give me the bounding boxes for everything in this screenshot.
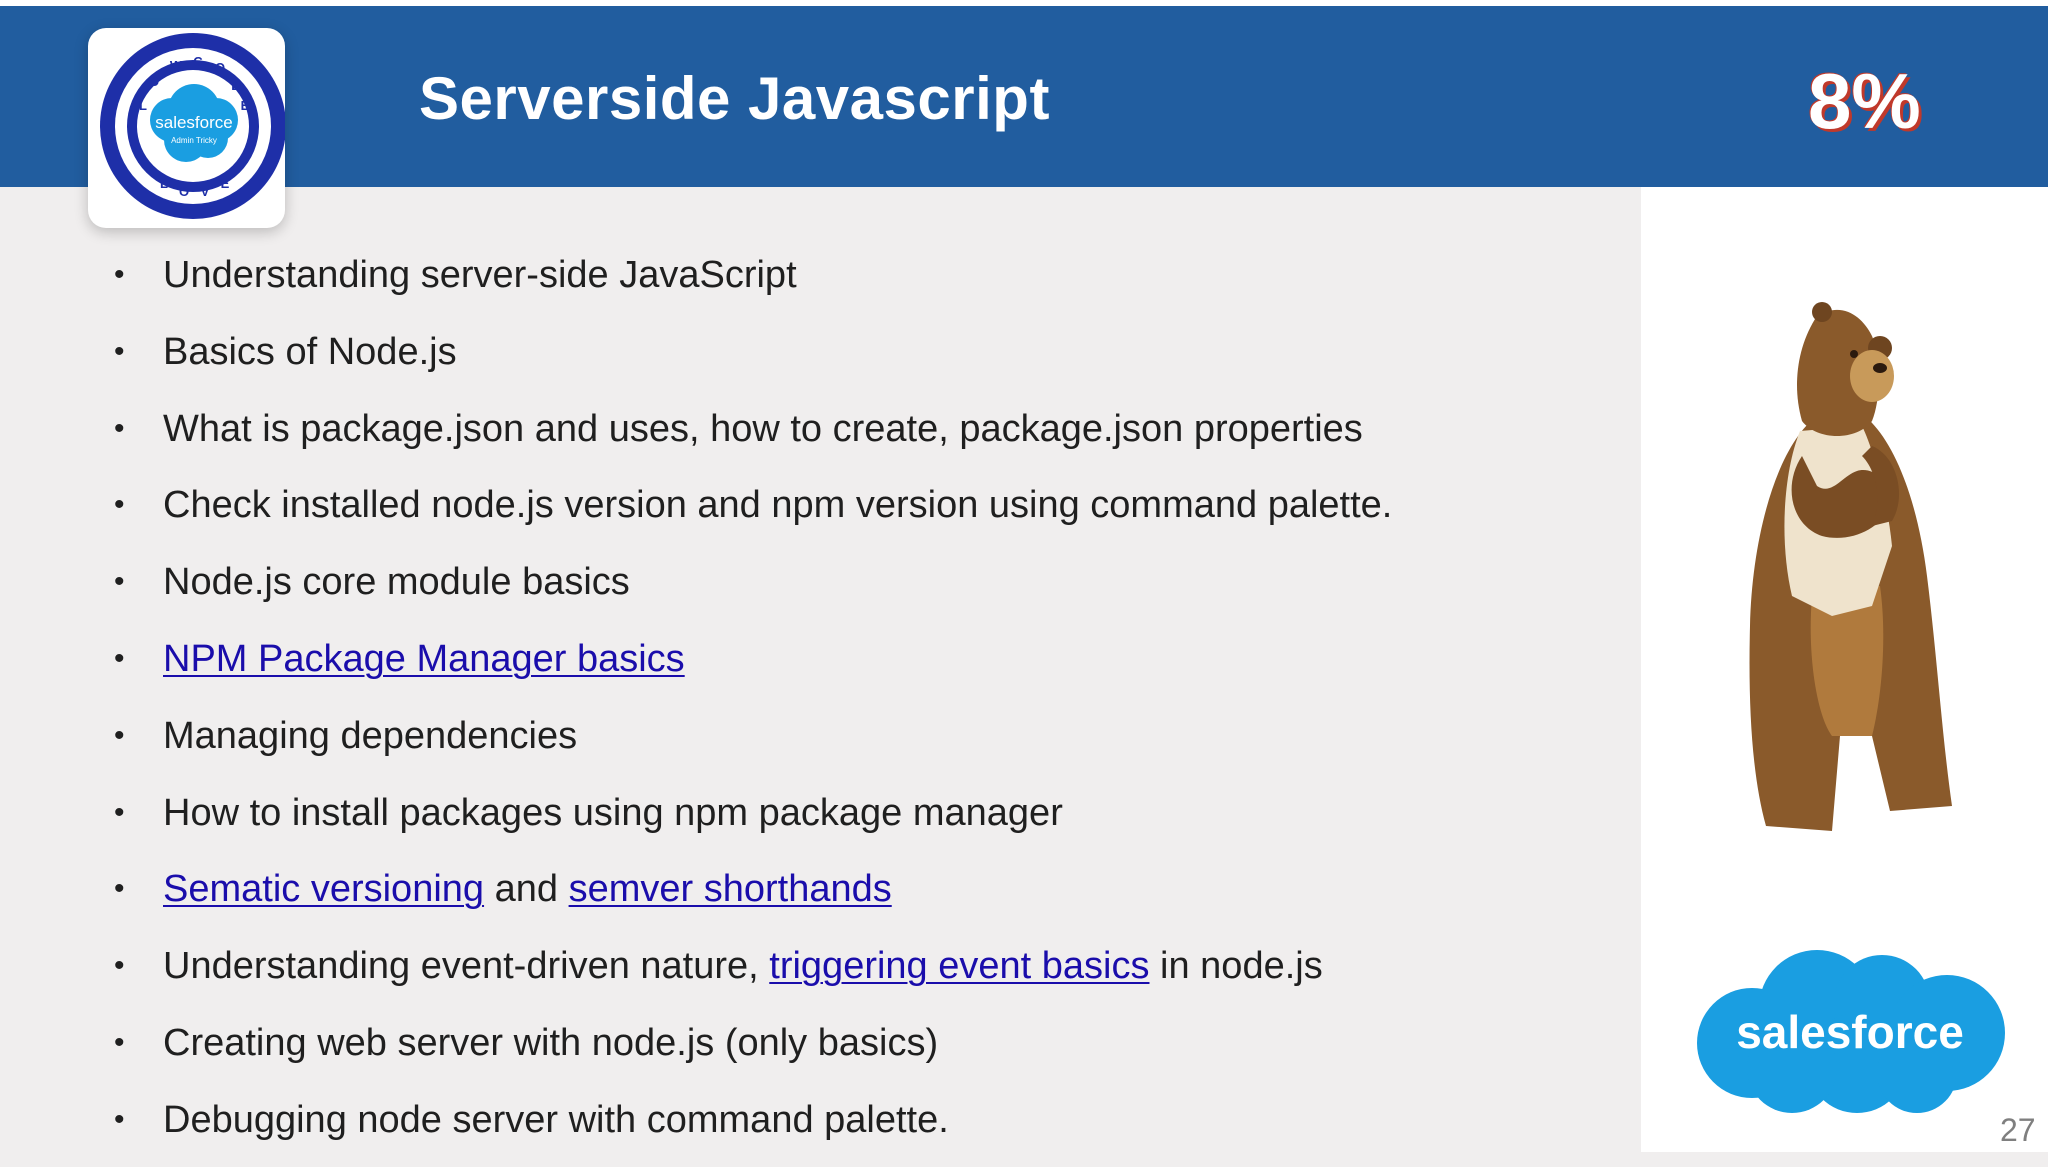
bullet-marker: • <box>114 411 125 445</box>
topic-text: Basics of Node.js <box>163 330 457 373</box>
topic-list: • Understanding server-side JavaScript • Ba… <box>110 245 1610 1167</box>
topic-text: Managing dependencies <box>163 714 578 757</box>
svg-text:O: O <box>179 184 189 199</box>
lowcode-love-logo: salesforce Admin Tricky L O W C O D E L … <box>88 28 285 228</box>
svg-text:Admin Tricky: Admin Tricky <box>171 136 217 145</box>
topic-link[interactable]: NPM Package Manager basics <box>163 637 685 680</box>
topic-item: • Node.js core module basics <box>110 552 1610 629</box>
page-number: 27 <box>2000 1112 2036 1148</box>
svg-text:E: E <box>221 176 230 191</box>
svg-text:V: V <box>201 184 210 199</box>
topic-item: • Basics of Node.js <box>110 322 1610 399</box>
bullet-marker: • <box>114 949 125 983</box>
lowcode-love-logo-icon: salesforce Admin Tricky L O W C O D E L … <box>100 33 285 219</box>
svg-text:C: C <box>193 54 203 69</box>
salesforce-logo-text: salesforce <box>1736 1006 1964 1058</box>
topic-item: • Check installed node.js version and npm… <box>110 475 1610 552</box>
topic-text: Creating web server with node.js (only b… <box>163 1021 939 1064</box>
top-strip <box>0 0 2048 6</box>
bullet-marker: • <box>114 872 125 906</box>
topic-text: Node.js core module basics <box>163 561 630 604</box>
topic-item: • Understanding server-side JavaScript <box>110 245 1610 322</box>
svg-text:L: L <box>160 176 168 191</box>
bullet-marker: • <box>114 488 125 522</box>
topic-link[interactable]: triggering event basics <box>769 945 1150 988</box>
topic-text: in node.js <box>1149 945 1323 988</box>
topic-text: Check installed node.js version and npm … <box>163 484 1393 527</box>
bullet-marker: • <box>114 258 125 291</box>
salesforce-logo-icon: salesforce <box>1697 950 2005 1113</box>
topic-item: • What is package.json and uses, how to c… <box>110 399 1610 476</box>
svg-text:O: O <box>215 60 225 75</box>
bullet-marker: • <box>114 1025 125 1059</box>
topic-item: • Sematic versioning and semver shorthand… <box>110 859 1610 936</box>
topic-item: • How to install packages using npm packa… <box>110 783 1610 860</box>
topic-link[interactable]: Sematic versioning <box>163 868 485 911</box>
bear-mascot-icon <box>1749 302 1952 831</box>
topic-text: Understanding event-driven nature, <box>163 945 770 988</box>
bullet-marker: • <box>114 334 125 368</box>
topic-text: and <box>484 868 569 911</box>
svg-text:W: W <box>170 58 183 73</box>
topic-text: What is package.json and uses, how to cr… <box>163 407 1363 450</box>
topic-text: How to install packages using npm packag… <box>163 791 1063 834</box>
slide-title: Serverside Javascript <box>419 65 1050 132</box>
bullet-marker: • <box>114 565 125 599</box>
topic-text: Understanding server-side JavaScript <box>163 254 797 296</box>
topic-item: • Creating web server with node.js (only … <box>110 1013 1610 1090</box>
topic-text: Debugging node server with command palet… <box>163 1098 949 1141</box>
svg-text:E: E <box>241 98 250 113</box>
svg-text:O: O <box>149 74 159 89</box>
topic-item: • NPM Package Manager basics <box>110 629 1610 706</box>
svg-text:salesforce: salesforce <box>155 113 232 132</box>
bullet-marker: • <box>114 1102 125 1136</box>
bullet-marker: • <box>114 795 125 829</box>
topic-item: • Debugging node server with command pale… <box>110 1090 1610 1167</box>
topic-link[interactable]: semver shorthands <box>568 868 892 911</box>
bullet-marker: • <box>114 641 125 675</box>
weight-percent: 8% <box>1808 57 1921 145</box>
svg-text:D: D <box>231 78 240 93</box>
topic-item: • Managing dependencies <box>110 706 1610 783</box>
topic-item: • Understanding event-driven nature, trig… <box>110 936 1610 1013</box>
slide-header: Serverside Javascript 8% <box>0 6 2048 187</box>
svg-text:L: L <box>139 98 147 113</box>
bullet-marker: • <box>114 718 125 752</box>
